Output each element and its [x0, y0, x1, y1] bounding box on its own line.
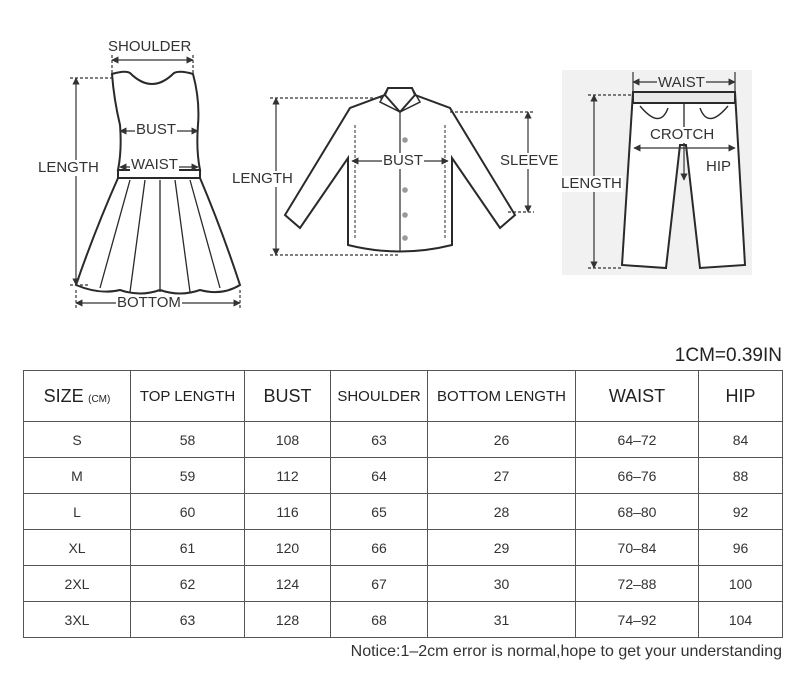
cell-size: 3XL — [23, 601, 131, 638]
table-row: 3XL 63 128 68 31 74–92 104 — [23, 601, 783, 638]
cell-top-length: 59 — [130, 457, 245, 494]
cell-waist: 64–72 — [575, 421, 699, 458]
header-waist: WAIST — [575, 370, 699, 422]
header-shoulder: SHOULDER — [330, 370, 428, 422]
shirt-illustration — [283, 87, 517, 253]
cell-shoulder: 64 — [330, 457, 428, 494]
cell-size: XL — [23, 529, 131, 566]
cell-bottom-length: 27 — [427, 457, 576, 494]
notice-text: Notice:1–2cm error is normal,hope to get… — [350, 643, 782, 660]
header-size: SIZE (CM) — [23, 370, 131, 422]
cell-shoulder: 67 — [330, 565, 428, 602]
pants-crotch-label: CROTCH — [649, 126, 716, 143]
cell-top-length: 61 — [130, 529, 245, 566]
cell-bottom-length: 30 — [427, 565, 576, 602]
cell-shoulder: 63 — [330, 421, 428, 458]
cell-waist: 72–88 — [575, 565, 699, 602]
cell-waist: 68–80 — [575, 493, 699, 530]
cell-size: M — [23, 457, 131, 494]
cell-hip: 100 — [698, 565, 783, 602]
header-bottom-length: BOTTOM LENGTH — [427, 370, 576, 422]
shirt-sleeve-label: SLEEVE — [499, 152, 560, 169]
cell-shoulder: 66 — [330, 529, 428, 566]
cell-top-length: 58 — [130, 421, 245, 458]
table-row: XL 61 120 66 29 70–84 96 — [23, 529, 783, 566]
cell-waist: 74–92 — [575, 601, 699, 638]
cell-top-length: 60 — [130, 493, 245, 530]
unit-conversion: 1CM=0.39IN — [674, 345, 782, 366]
cell-bust: 128 — [244, 601, 331, 638]
table-row: S 58 108 63 26 64–72 84 — [23, 421, 783, 458]
cell-waist: 70–84 — [575, 529, 699, 566]
table-header-row: SIZE (CM) TOP LENGTH BUST SHOULDER BOTTO… — [23, 370, 783, 422]
header-hip: HIP — [698, 370, 783, 422]
dress-bust-label: BUST — [135, 121, 178, 138]
header-top-length: TOP LENGTH — [130, 370, 245, 422]
cell-top-length: 63 — [130, 601, 245, 638]
dress-length-label: LENGTH — [37, 159, 100, 176]
cell-top-length: 62 — [130, 565, 245, 602]
cell-hip: 88 — [698, 457, 783, 494]
cell-shoulder: 65 — [330, 493, 428, 530]
size-chart-table: SIZE (CM) TOP LENGTH BUST SHOULDER BOTTO… — [23, 370, 783, 638]
table-row: 2XL 62 124 67 30 72–88 100 — [23, 565, 783, 602]
cell-size: S — [23, 421, 131, 458]
cell-bust: 116 — [244, 493, 331, 530]
cell-waist: 66–76 — [575, 457, 699, 494]
cell-shoulder: 68 — [330, 601, 428, 638]
cell-hip: 92 — [698, 493, 783, 530]
cell-bust: 120 — [244, 529, 331, 566]
cell-bust: 124 — [244, 565, 331, 602]
cell-bottom-length: 31 — [427, 601, 576, 638]
pants-length-label: LENGTH — [560, 175, 623, 192]
cell-hip: 104 — [698, 601, 783, 638]
size-unit: (CM) — [88, 393, 111, 405]
pants-waist-label: WAIST — [657, 74, 706, 91]
dress-bottom-label: BOTTOM — [116, 294, 182, 311]
dress-waist-label: WAIST — [130, 156, 179, 173]
cell-bottom-length: 28 — [427, 493, 576, 530]
measurement-diagram — [70, 55, 752, 308]
cell-hip: 96 — [698, 529, 783, 566]
pants-hip-label: HIP — [705, 158, 733, 175]
size-label: SIZE — [43, 385, 84, 406]
dress-illustration — [74, 70, 242, 295]
cell-bottom-length: 26 — [427, 421, 576, 458]
header-bust: BUST — [244, 370, 331, 422]
cell-bust: 108 — [244, 421, 331, 458]
cell-hip: 84 — [698, 421, 783, 458]
cell-bust: 112 — [244, 457, 331, 494]
dress-shoulder-label: SHOULDER — [107, 38, 193, 55]
shirt-length-label: LENGTH — [231, 170, 294, 187]
table-row: L 60 116 65 28 68–80 92 — [23, 493, 783, 530]
cell-bottom-length: 29 — [427, 529, 576, 566]
shirt-bust-label: BUST — [382, 152, 425, 169]
table-row: M 59 112 64 27 66–76 88 — [23, 457, 783, 494]
cell-size: 2XL — [23, 565, 131, 602]
cell-size: L — [23, 493, 131, 530]
